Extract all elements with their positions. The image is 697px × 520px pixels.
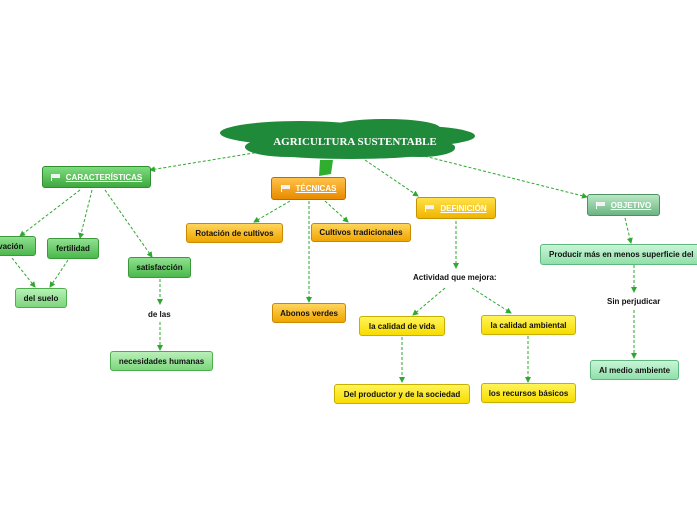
node-conservacion[interactable]: rvación xyxy=(0,236,36,256)
edge-car-conservacion xyxy=(19,189,81,237)
flag-icon xyxy=(50,173,61,181)
branch-caracteristicas[interactable]: CARACTERÍSTICAS xyxy=(42,166,151,188)
edge-fertilidad-suelo xyxy=(49,259,69,288)
node-calidad-ambiental-label: la calidad ambiental xyxy=(490,320,567,330)
node-necesidades-label: necesidades humanas xyxy=(118,356,205,366)
edge-root-definicion xyxy=(364,159,419,197)
flag-icon xyxy=(425,204,435,212)
node-rotacion-cultivos[interactable]: Rotación de cultivos xyxy=(186,223,283,243)
edge-tec-tradicionales xyxy=(324,200,349,223)
edge-conservacion-suelo xyxy=(11,257,36,288)
edge-root-objetivo xyxy=(419,154,588,199)
node-calidad-vida[interactable]: la calidad de vida xyxy=(359,316,445,336)
flag-icon xyxy=(280,185,291,192)
edge-root-caracteristicas xyxy=(149,151,261,173)
node-calidad-ambiental[interactable]: la calidad ambiental xyxy=(481,315,576,335)
node-conservacion-label: rvación xyxy=(0,241,24,251)
node-tradicionales-label: Cultivos tradicionales xyxy=(319,228,403,237)
node-calidad-vida-label: la calidad de vida xyxy=(368,321,436,331)
node-abonos-verdes[interactable]: Abonos verdes xyxy=(272,303,346,323)
node-del-suelo[interactable]: del suelo xyxy=(15,288,67,308)
edge-obj-producir xyxy=(624,217,633,244)
node-cultivos-tradicionales[interactable]: Cultivos tradicionales xyxy=(311,223,411,242)
node-recursos-label: los recursos básicos xyxy=(488,388,569,398)
node-medio-ambiente-label: Al medio ambiente xyxy=(598,365,671,375)
node-productor-sociedad[interactable]: Del productor y de la sociedad xyxy=(334,384,470,404)
branch-objetivo-label: OBJETIVO xyxy=(610,200,652,210)
node-abonos-label: Abonos verdes xyxy=(280,308,338,318)
root-title: AGRICULTURA SUSTENTABLE xyxy=(273,136,437,148)
branch-definicion[interactable]: DEFINICIÓN xyxy=(416,197,496,219)
node-productor-label: Del productor y de la sociedad xyxy=(343,389,461,399)
branch-definicion-label: DEFINICIÓN xyxy=(440,203,487,213)
node-satisfaccion-label: satisfacción xyxy=(136,263,183,272)
edge-car-satisfaccion xyxy=(104,189,153,258)
node-del-suelo-label: del suelo xyxy=(23,293,59,303)
text-de-las: de las xyxy=(148,310,171,319)
flag-icon xyxy=(595,201,606,209)
edge-actividad-ambiental xyxy=(471,287,512,314)
node-fertilidad-label: fertilidad xyxy=(56,244,90,253)
branch-objetivo[interactable]: OBJETIVO xyxy=(587,194,660,216)
root-tecnicas-tab xyxy=(319,160,333,176)
text-sin-perjudicar: Sin perjudicar xyxy=(607,297,661,306)
node-recursos-basicos[interactable]: los recursos básicos xyxy=(481,383,576,403)
edge-actividad-vida xyxy=(412,287,446,316)
branch-tecnicas[interactable]: TÉCNICAS xyxy=(271,177,346,200)
node-rotacion-label: Rotación de cultivos xyxy=(195,228,274,238)
branch-caracteristicas-label: CARACTERÍSTICAS xyxy=(65,172,143,182)
text-actividad: Actividad que mejora: xyxy=(413,273,497,282)
root-cloud-shape xyxy=(220,119,475,159)
branch-tecnicas-label: TÉCNICAS xyxy=(295,184,337,193)
edge-tec-rotacion xyxy=(253,200,291,223)
node-producir-mas[interactable]: Producir más en menos superficie del xyxy=(540,244,697,265)
node-necesidades-humanas[interactable]: necesidades humanas xyxy=(110,351,213,371)
root-node[interactable]: AGRICULTURA SUSTENTABLE xyxy=(215,128,495,156)
node-medio-ambiente[interactable]: Al medio ambiente xyxy=(590,360,679,380)
edge-car-fertilidad xyxy=(78,189,93,239)
node-satisfaccion[interactable]: satisfacción xyxy=(128,257,191,278)
node-producir-label: Producir más en menos superficie del xyxy=(549,250,694,259)
node-fertilidad[interactable]: fertilidad xyxy=(47,238,99,259)
